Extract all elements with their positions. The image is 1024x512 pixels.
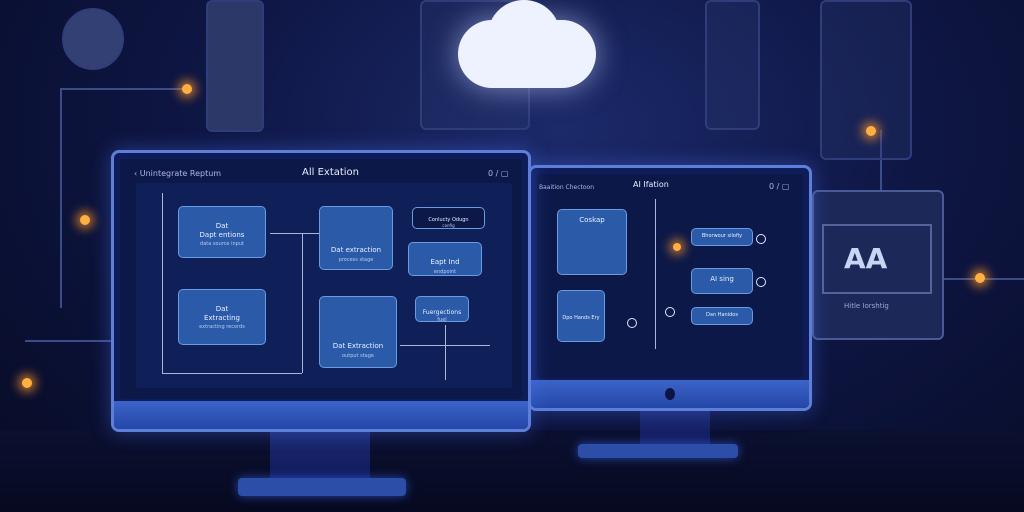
- connector: [270, 233, 320, 234]
- circuit-line: [25, 340, 115, 342]
- side-panel: AA Hitle Iorshtig: [812, 190, 944, 340]
- circuit-line: [880, 130, 882, 190]
- left-box-6-title: Eapt Ind: [430, 257, 460, 266]
- star-badge-icon: [62, 8, 124, 70]
- floor: [0, 430, 1024, 512]
- left-box-5-caption: config: [442, 222, 455, 228]
- right-back-label[interactable]: Baaition Chectoon: [539, 184, 595, 191]
- left-box-5-title: Conlucty Odugn: [428, 217, 469, 224]
- left-window-controls[interactable]: 0 / ▢: [488, 169, 509, 178]
- left-box-4-title: Dat Extraction: [332, 341, 384, 350]
- left-box-6[interactable]: Eapt Ind endpoint: [408, 242, 482, 276]
- left-monitor: ‹ Unintegrate Reptum All Extation 0 / ▢ …: [111, 150, 531, 432]
- chevron-left-icon: ‹: [134, 169, 140, 178]
- left-box-5[interactable]: Conlucty Odugn config: [412, 207, 485, 229]
- left-bezel: [114, 401, 528, 429]
- glow-dot: [975, 273, 985, 283]
- left-back-button[interactable]: ‹ Unintegrate Reptum: [134, 169, 221, 178]
- node-ring: [627, 318, 637, 328]
- left-box-3-title: Dat extraction: [330, 245, 382, 254]
- glow-dot: [182, 84, 192, 94]
- left-box-4[interactable]: Dat Extraction output stage: [319, 296, 397, 368]
- glow-dot: [673, 243, 681, 251]
- cloud-icon-top: [488, 0, 560, 70]
- right-bezel: [531, 380, 809, 408]
- right-box-1[interactable]: Coskap: [557, 209, 627, 275]
- left-box-3[interactable]: Dat extraction process stage: [319, 206, 393, 270]
- left-screen: ‹ Unintegrate Reptum All Extation 0 / ▢ …: [120, 159, 522, 399]
- connector: [162, 193, 163, 373]
- left-box-7-caption: fuel: [437, 317, 447, 323]
- background-panel: [820, 0, 912, 160]
- glow-dot: [866, 126, 876, 136]
- right-box-3[interactable]: Bhorwour silofiy: [691, 228, 753, 246]
- right-box-2[interactable]: Dpo Hands Ery: [557, 290, 605, 342]
- logo-icon: [665, 388, 675, 400]
- connector: [655, 199, 656, 349]
- side-panel-frame: [822, 224, 932, 294]
- left-monitor-base: [238, 478, 406, 496]
- node-ring: [665, 307, 675, 317]
- node-ring: [756, 277, 766, 287]
- side-panel-caption: Hitle Iorshtig: [844, 302, 889, 310]
- left-box-1-caption: data source input: [200, 241, 244, 248]
- left-monitor-stand: [270, 428, 370, 486]
- connector: [400, 345, 490, 346]
- glow-dot: [22, 378, 32, 388]
- circuit-line: [60, 88, 190, 90]
- left-box-7[interactable]: Fuergections fuel: [415, 296, 469, 323]
- node-ring: [756, 234, 766, 244]
- left-box-2[interactable]: Dat Extracting extracting records: [178, 289, 266, 345]
- right-monitor: Baaition Chectoon AI Ifation 0 / ▢ Coska…: [528, 165, 812, 411]
- left-box-1[interactable]: Dat Dapt entions data source input: [178, 206, 266, 258]
- right-box-4[interactable]: AI sing: [691, 268, 753, 294]
- left-box-2-title: Dat Extracting: [204, 304, 240, 322]
- background-panel: [206, 0, 264, 132]
- right-monitor-base: [578, 444, 738, 458]
- side-panel-big-text: AA: [844, 242, 888, 275]
- right-screen: Baaition Chectoon AI Ifation 0 / ▢ Coska…: [537, 174, 803, 378]
- left-back-label: Unintegrate Reptum: [139, 169, 222, 178]
- circuit-line: [60, 88, 62, 308]
- glow-dot: [80, 215, 90, 225]
- right-window-controls[interactable]: 0 / ▢: [769, 182, 790, 191]
- left-title: All Extation: [302, 167, 360, 178]
- left-box-3-caption: process stage: [338, 256, 374, 263]
- connector: [162, 373, 302, 374]
- right-box-5[interactable]: Dan Hanidos: [691, 307, 753, 325]
- left-box-7-title: Fuergections: [422, 308, 462, 316]
- left-box-6-caption: endpoint: [433, 268, 457, 275]
- connector: [302, 233, 303, 373]
- left-box-1-title: Dat Dapt entions: [199, 221, 245, 239]
- right-title: AI Ifation: [633, 180, 669, 189]
- background-panel: [705, 0, 760, 130]
- left-box-4-caption: output stage: [342, 352, 374, 359]
- left-box-2-caption: extracting records: [199, 324, 245, 331]
- connector: [445, 325, 446, 380]
